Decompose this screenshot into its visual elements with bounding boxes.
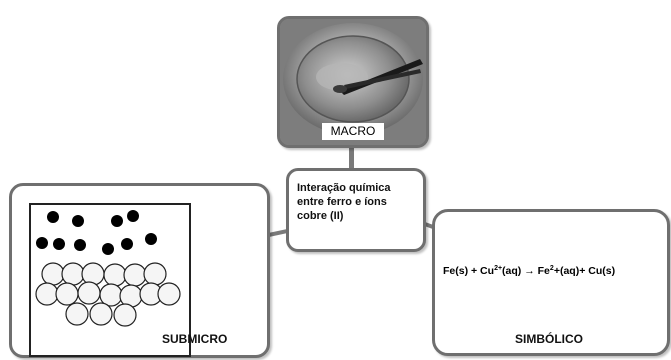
particle-diagram [35,210,181,327]
connector-macro-center [349,142,354,169]
white-particle [61,262,85,286]
chemical-equation: Fe(s) + Cu2+(aq) → Fe2+(aq)+ Cu(s) [443,265,615,277]
submicro-label: SUBMICRO [162,332,228,346]
macro-node: MACRO [277,16,429,148]
reaction-arrow: → [524,265,535,277]
equation-aq: (aq) [502,265,522,277]
white-particle [81,262,105,286]
white-particle [77,281,101,305]
black-particle [121,238,133,250]
black-particle [102,243,114,255]
white-particle [123,263,147,287]
black-particle [36,237,48,249]
simbolico-node: Fe(s) + Cu2+(aq) → Fe2+(aq)+ Cu(s) SIMBÓ… [432,209,670,356]
simbolico-label: SIMBÓLICO [515,332,583,346]
black-particle [53,238,65,250]
white-particle [41,262,65,286]
black-particle [74,239,86,251]
white-particle [55,282,79,306]
cu-charge: 2+ [494,265,503,272]
black-particle [145,233,157,245]
white-particle [89,302,113,326]
submicro-node: SUBMICRO [9,183,270,358]
equation-fe-right: Fe [537,265,550,277]
equation-left: Fe(s) + Cu [443,265,495,277]
black-particle [72,215,84,227]
white-particle [143,262,167,286]
black-particle [127,210,139,222]
white-particle [65,302,89,326]
macro-label: MACRO [322,123,384,140]
particle-frame [29,203,191,357]
equation-rest: +(aq)+ Cu(s) [553,265,616,277]
white-particle [103,263,127,287]
white-particle [157,282,181,306]
center-node-text: Interação química entre ferro e íons cob… [297,182,391,222]
black-particle [47,211,59,223]
white-particle [113,303,137,327]
center-node: Interação química entre ferro e íons cob… [286,168,426,252]
black-particle [111,215,123,227]
fe-charge: 2 [549,265,554,272]
white-particle [35,282,59,306]
